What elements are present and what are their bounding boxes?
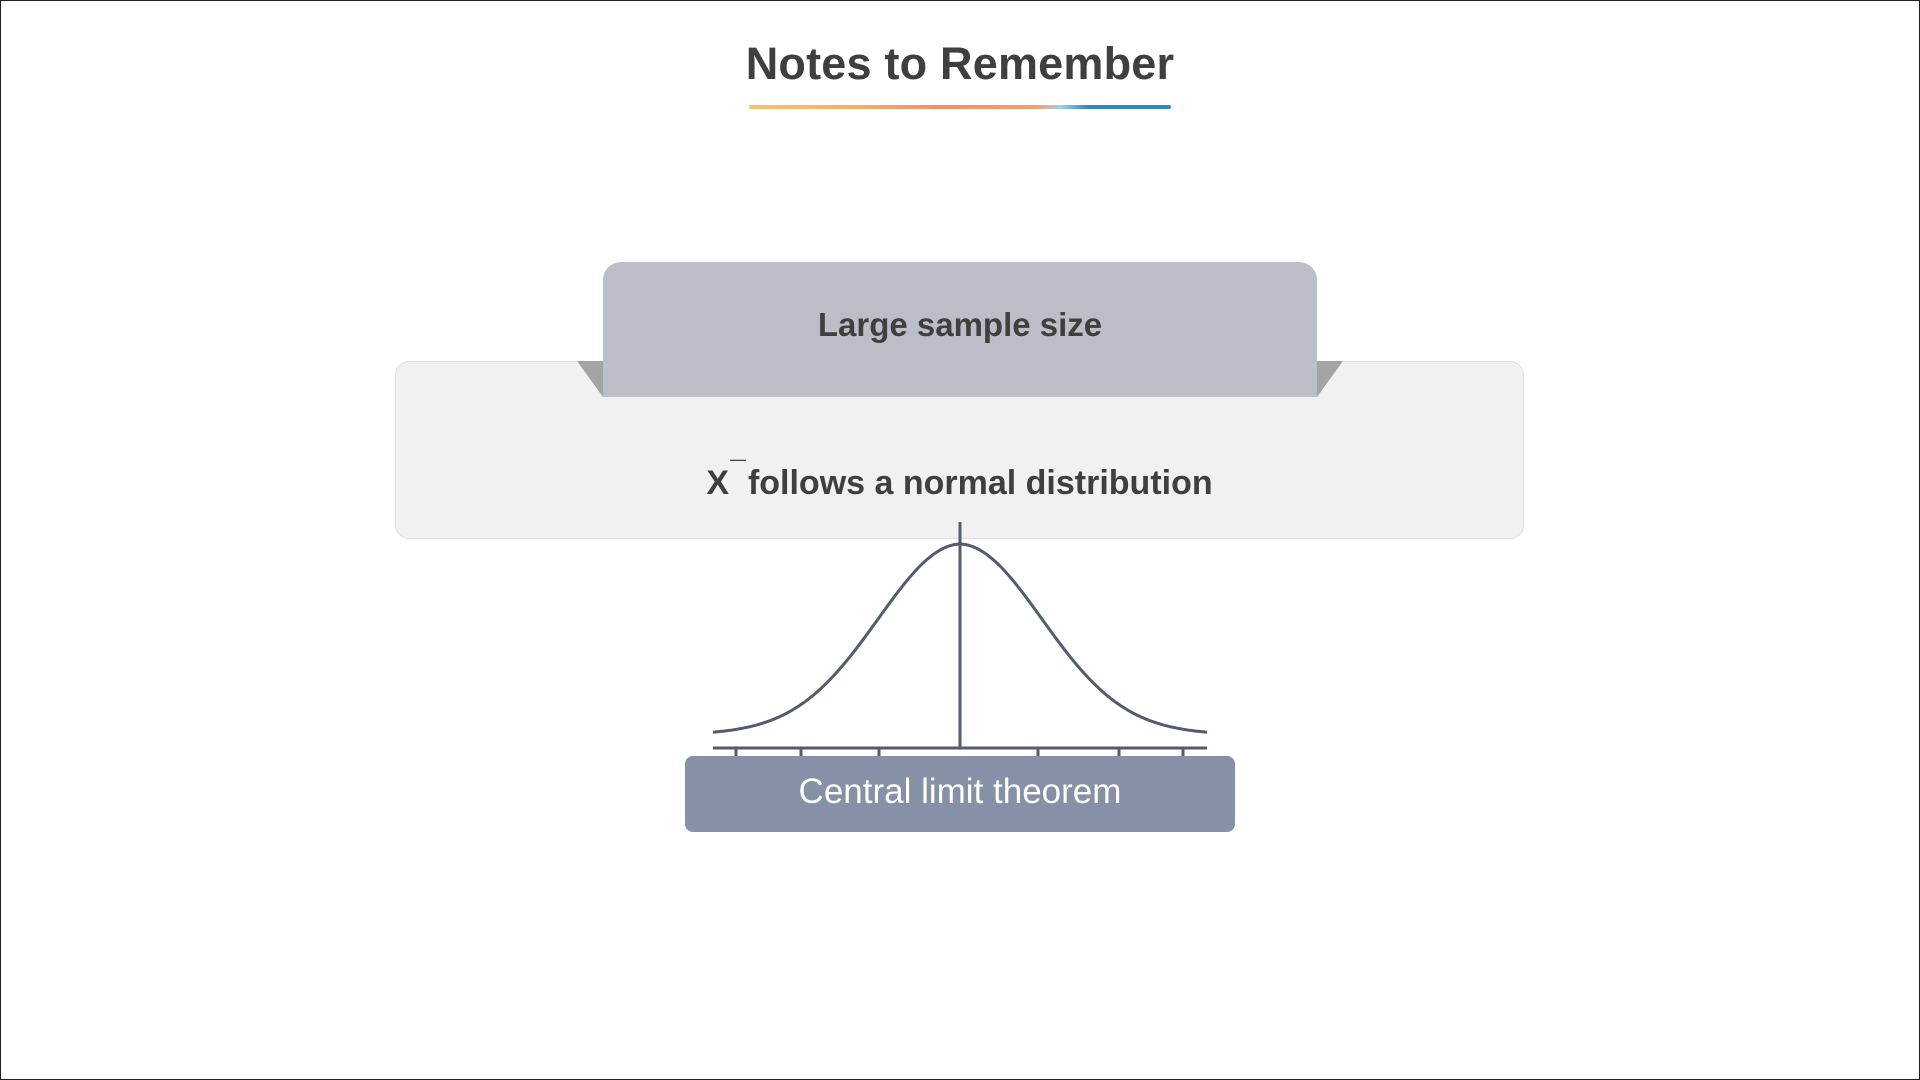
bell-curve bbox=[712, 542, 1208, 734]
bar-mark: ¯ bbox=[730, 456, 746, 487]
condition-tab bbox=[603, 262, 1317, 397]
title-underline bbox=[749, 105, 1171, 109]
normal-distribution-curve-icon bbox=[712, 522, 1208, 758]
page-title: Notes to Remember bbox=[745, 38, 1175, 89]
result-statement: X¯ follows a normal distribution bbox=[395, 458, 1524, 503]
x-symbol: X bbox=[706, 464, 730, 502]
condition-label: Large sample size bbox=[817, 306, 1103, 343]
x-bar-symbol: X¯ bbox=[706, 458, 745, 503]
theorem-label: Central limit theorem bbox=[798, 772, 1122, 811]
result-text: follows a normal distribution bbox=[747, 464, 1213, 502]
tab-fold-left bbox=[577, 361, 603, 397]
tab-fold-right bbox=[1317, 361, 1343, 397]
theorem-box bbox=[685, 756, 1235, 832]
